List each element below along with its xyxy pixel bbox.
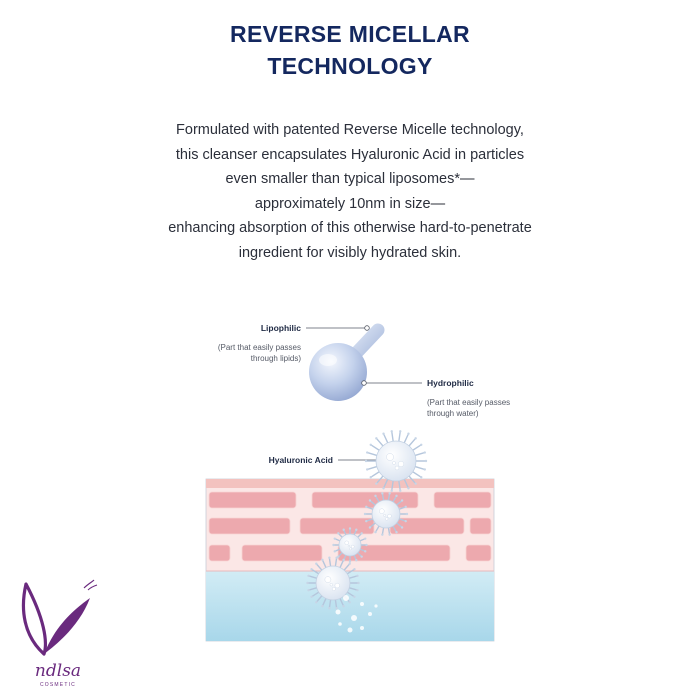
description-paragraph: Formulated with patented Reverse Micelle… xyxy=(0,118,700,265)
micelle-molecule xyxy=(309,323,385,401)
lipophilic-callout: Lipophilic (Part that easily passes thro… xyxy=(218,323,370,363)
lipophilic-note-line-1: (Part that easily passes xyxy=(218,343,301,352)
description-line: this cleanser encapsulates Hyaluronic Ac… xyxy=(175,146,525,163)
skin-cells xyxy=(208,491,492,562)
description-line: ingredient for visibly hydrated skin. xyxy=(238,244,462,261)
description-line: enhancing absorption of this otherwise h… xyxy=(168,220,532,236)
page-title: REVERSE MICELLAR TECHNOLOGY xyxy=(0,18,700,82)
skin-cell xyxy=(337,544,451,562)
absorbed-droplet xyxy=(351,615,357,621)
brand-logo: ndlsa COSMETIC xyxy=(21,579,98,688)
skin-cell xyxy=(433,491,492,509)
skin-cell xyxy=(469,517,492,535)
hyaluronic-particle xyxy=(364,430,428,492)
skin-cell xyxy=(241,544,323,562)
absorbed-droplet xyxy=(374,604,378,608)
hyaluronic-particle xyxy=(306,556,360,610)
description-line: Formulated with patented Reverse Micelle… xyxy=(176,122,524,138)
description-line: even smaller than typical liposomes*— xyxy=(225,171,475,187)
skin-cell xyxy=(208,491,297,509)
absorbed-droplet xyxy=(338,622,342,626)
absorbed-droplets xyxy=(335,595,378,633)
title-line-1: REVERSE MICELLAR xyxy=(230,21,470,47)
absorbed-droplet xyxy=(335,609,341,615)
skin-cell xyxy=(465,544,492,562)
skin-cell xyxy=(208,517,291,535)
brand-logo-wordmark: ndlsa xyxy=(35,661,81,681)
absorbed-droplet xyxy=(368,612,372,616)
absorbed-droplet xyxy=(360,626,364,630)
absorbed-droplet xyxy=(360,602,364,606)
hyaluronic-acid-label: Hyaluronic Acid xyxy=(269,455,333,465)
absorbed-droplet xyxy=(347,627,353,633)
description-line: approximately 10nm in size— xyxy=(254,195,446,212)
hyaluronic-particles xyxy=(306,430,428,610)
lipophilic-note-line-2: through lipids) xyxy=(251,354,302,363)
absorbed-droplet xyxy=(343,595,349,601)
hydrophilic-note-line-1: (Part that easily passes xyxy=(427,398,510,407)
skin-cell xyxy=(299,517,375,535)
hydrophilic-callout: Hydrophilic (Part that easily passes thr… xyxy=(361,378,510,418)
hydrophilic-label: Hydrophilic xyxy=(427,378,474,388)
title-line-2: TECHNOLOGY xyxy=(267,53,433,79)
skin-cell xyxy=(208,544,231,562)
brand-logo-subtitle: COSMETIC xyxy=(40,682,76,688)
hydrophilic-note-line-2: through water) xyxy=(427,409,479,418)
hyaluronic-particle xyxy=(363,492,409,536)
hyaluronic-acid-callout: Hyaluronic Acid xyxy=(269,455,385,465)
lipophilic-label: Lipophilic xyxy=(261,323,301,333)
